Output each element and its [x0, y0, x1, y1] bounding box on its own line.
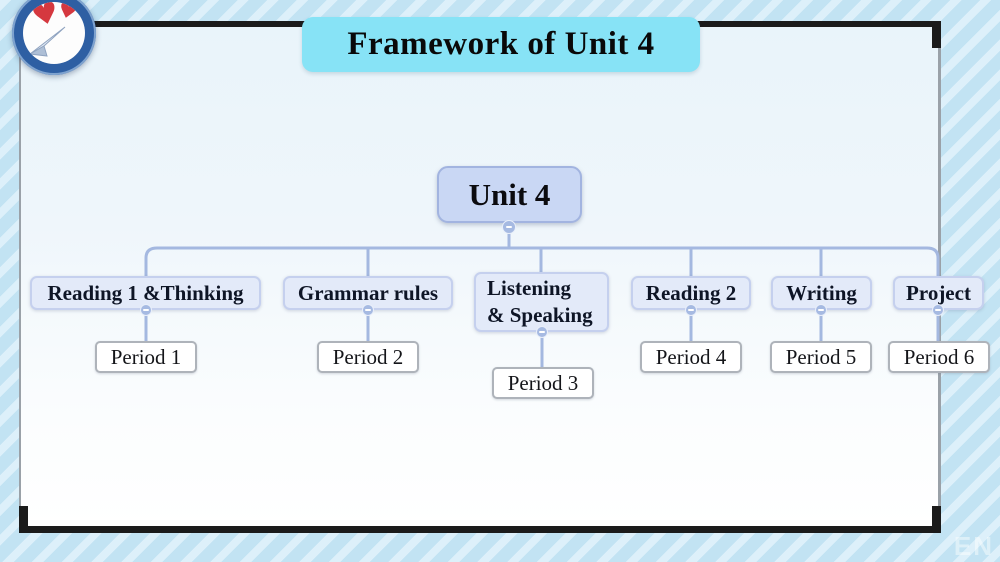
topic-node-grammar-rules: Grammar rules: [283, 276, 453, 310]
topic-label: Reading 2: [645, 280, 737, 305]
period-node-1: Period 1: [95, 341, 197, 373]
topic-node-listening-speaking: Listening & Speaking: [474, 272, 609, 332]
paper-plane-icon: [28, 26, 66, 57]
collapse-toggle-grammar[interactable]: [362, 304, 374, 316]
period-node-4: Period 4: [640, 341, 742, 373]
topic-label: Grammar rules: [297, 280, 439, 305]
collapse-toggle-writing[interactable]: [815, 304, 827, 316]
topic-label: Listening & Speaking: [487, 275, 593, 327]
collapse-toggle-reading2[interactable]: [685, 304, 697, 316]
period-label: Period 3: [507, 370, 579, 395]
period-label: Period 5: [785, 344, 857, 369]
collapse-toggle-project[interactable]: [932, 304, 944, 316]
period-node-3: Period 3: [492, 367, 594, 399]
topic-label: Project: [906, 280, 971, 305]
mindmap-root-node: Unit 4: [437, 166, 582, 223]
period-node-6: Period 6: [888, 341, 990, 373]
collapse-toggle-root[interactable]: [502, 220, 516, 234]
period-node-2: Period 2: [317, 341, 419, 373]
collapse-toggle-listening[interactable]: [536, 326, 548, 338]
page-title: Framework of Unit 4: [347, 26, 655, 62]
heart-icon-small: ♥: [55, 2, 80, 25]
collapse-toggle-reading1[interactable]: [140, 304, 152, 316]
topic-label: Writing: [786, 280, 857, 305]
topic-label: Reading 1 &Thinking: [47, 280, 244, 305]
frame-corner-bottom-left: [19, 506, 28, 533]
period-label: Period 6: [903, 344, 975, 369]
period-label: Period 1: [110, 344, 182, 369]
period-label: Period 4: [655, 344, 727, 369]
school-logo-badge: ♥ ♥: [12, 0, 96, 75]
period-node-5: Period 5: [770, 341, 872, 373]
frame-corner-top-right: [932, 21, 941, 48]
frame-corner-bottom-right: [932, 506, 941, 533]
title-banner: Framework of Unit 4: [302, 17, 700, 72]
period-label: Period 2: [332, 344, 404, 369]
watermark: EN: [953, 531, 994, 561]
logo-inner-circle: ♥ ♥: [23, 2, 85, 64]
root-label: Unit 4: [468, 176, 551, 212]
